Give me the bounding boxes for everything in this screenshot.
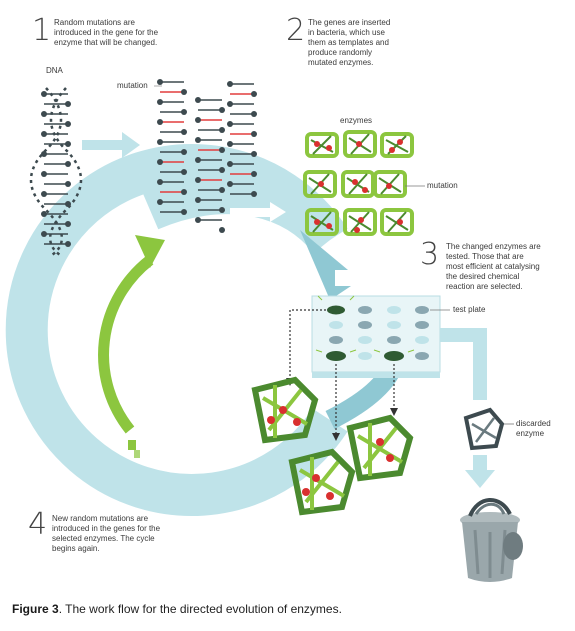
- test-plate: [311, 295, 450, 378]
- trash-bin-icon: [460, 498, 523, 582]
- test-plate-label: test plate: [453, 305, 486, 314]
- dna-mutated-2: [198, 99, 222, 221]
- dna-label: DNA: [46, 66, 63, 75]
- step-3-number: 3: [420, 237, 440, 272]
- enzyme: [343, 208, 377, 236]
- green-cycle-arrow: [98, 235, 165, 458]
- selected-enzyme: [251, 376, 319, 444]
- enzyme: [305, 132, 339, 158]
- enzymes-grid: [303, 130, 425, 236]
- step-3-text: The changed enzymes are tested. Those th…: [446, 242, 541, 291]
- step-2-text: The genes are inserted in bacteria, whic…: [308, 18, 391, 67]
- selected-enzyme: [288, 448, 356, 516]
- mutation-label-enzymes: mutation: [427, 181, 458, 190]
- figure-caption: Figure 3. The work flow for the directed…: [12, 602, 342, 616]
- enzymes-label: enzymes: [340, 116, 373, 125]
- dna-original: [29, 87, 83, 257]
- mutation-label-dna: mutation: [117, 81, 148, 90]
- plate-wells: [326, 305, 429, 361]
- dna-mutated-strands: [154, 79, 257, 233]
- discarded-enzyme-label: discarded enzyme: [516, 419, 551, 438]
- enzyme: [303, 170, 337, 198]
- enzyme: [343, 130, 377, 158]
- enzyme: [341, 170, 375, 198]
- step-4-number: 4: [28, 507, 48, 542]
- caption-text: . The work flow for the directed evoluti…: [58, 602, 342, 616]
- dna-mutated-3: [230, 83, 254, 195]
- selected-enzyme: [346, 414, 414, 482]
- enzyme: [380, 132, 414, 158]
- enzyme: [380, 208, 414, 236]
- step-1-text: Random mutations are introduced in the g…: [54, 18, 159, 47]
- enzyme: [373, 170, 407, 198]
- step-1-number: 1: [32, 13, 52, 48]
- enzyme: [305, 208, 339, 236]
- selection-arrows: [289, 309, 395, 435]
- step-4-text: New random mutations are introduced in t…: [52, 514, 161, 553]
- arrow-dna-to-mutation: [82, 132, 140, 158]
- arrow-to-plate: [335, 262, 368, 294]
- step-2-number: 2: [286, 13, 306, 48]
- discard-path: [440, 328, 495, 488]
- caption-figure-number: Figure 3: [12, 602, 59, 616]
- arrow-to-enzymes: [230, 202, 286, 222]
- discarded-enzyme: [463, 407, 505, 451]
- dna-mutated-1: [160, 81, 184, 213]
